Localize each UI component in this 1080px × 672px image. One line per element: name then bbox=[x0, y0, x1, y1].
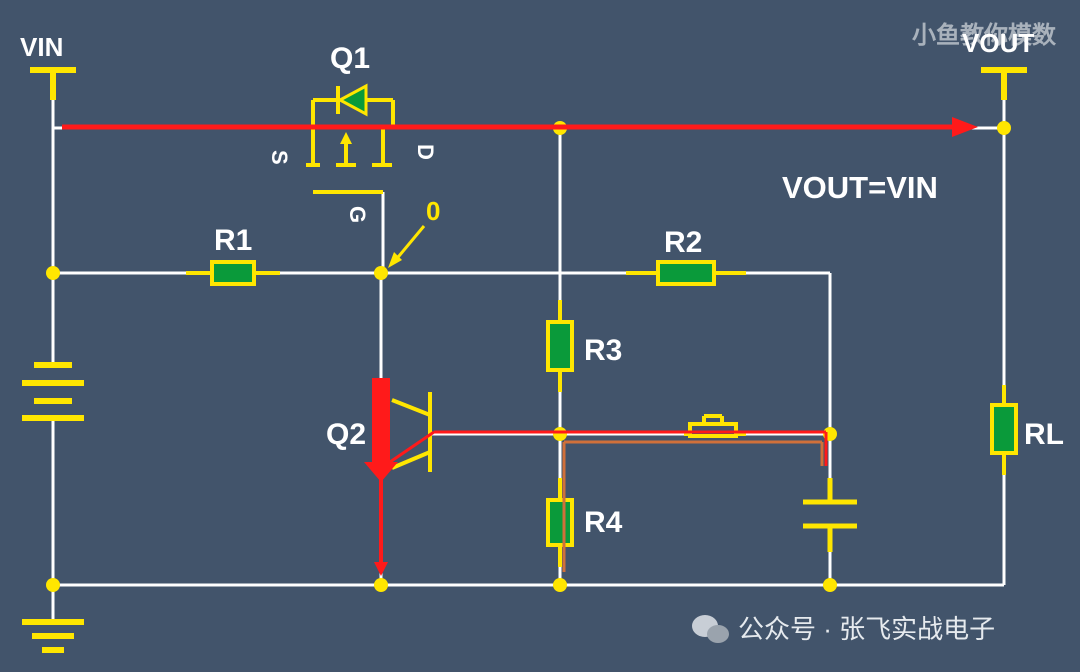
watermark-top: 小鱼教你模数 bbox=[912, 21, 1057, 49]
drain-label: D bbox=[413, 144, 438, 160]
wechat-icon bbox=[692, 615, 729, 643]
q2-label: Q2 bbox=[326, 418, 366, 451]
current-path-q2 bbox=[364, 378, 398, 576]
q1-label: Q1 bbox=[330, 42, 370, 75]
r2-label: R2 bbox=[664, 226, 702, 259]
current-path-base bbox=[389, 430, 828, 466]
equation-label: VOUT=VIN bbox=[782, 170, 938, 205]
current-path-main bbox=[62, 117, 978, 137]
rl-label: RL bbox=[1024, 418, 1064, 451]
ground-symbol bbox=[22, 619, 84, 653]
vin-terminal bbox=[30, 67, 76, 100]
q2-transistor bbox=[391, 392, 432, 472]
battery bbox=[22, 362, 84, 421]
r3-label: R3 bbox=[584, 334, 622, 367]
gate-label: G bbox=[345, 206, 370, 223]
vout-label: VOUT bbox=[962, 28, 1034, 58]
node-arrow bbox=[388, 225, 426, 268]
secondary-path bbox=[562, 440, 824, 572]
vout-terminal bbox=[981, 67, 1027, 100]
push-button bbox=[684, 414, 746, 438]
watermark-bottom: 公众号 · 张飞实战电子 bbox=[738, 614, 995, 644]
r1-label: R1 bbox=[214, 224, 252, 257]
q1-mosfet bbox=[306, 83, 395, 194]
r1-resistor bbox=[186, 260, 280, 286]
r4-resistor bbox=[546, 478, 574, 567]
terminals bbox=[30, 67, 1027, 100]
r4-label: R4 bbox=[584, 506, 623, 539]
r3-resistor bbox=[546, 300, 574, 392]
vin-label: VIN bbox=[20, 32, 63, 62]
capacitor bbox=[803, 478, 857, 552]
node-value-label: 0 bbox=[426, 196, 440, 226]
source-label: S bbox=[267, 150, 292, 165]
labels: VIN VOUT Q1 Q2 R1 R2 R3 R4 RL VOUT=VIN S… bbox=[20, 28, 1064, 539]
rl-resistor bbox=[990, 385, 1018, 475]
r2-resistor bbox=[626, 260, 746, 286]
